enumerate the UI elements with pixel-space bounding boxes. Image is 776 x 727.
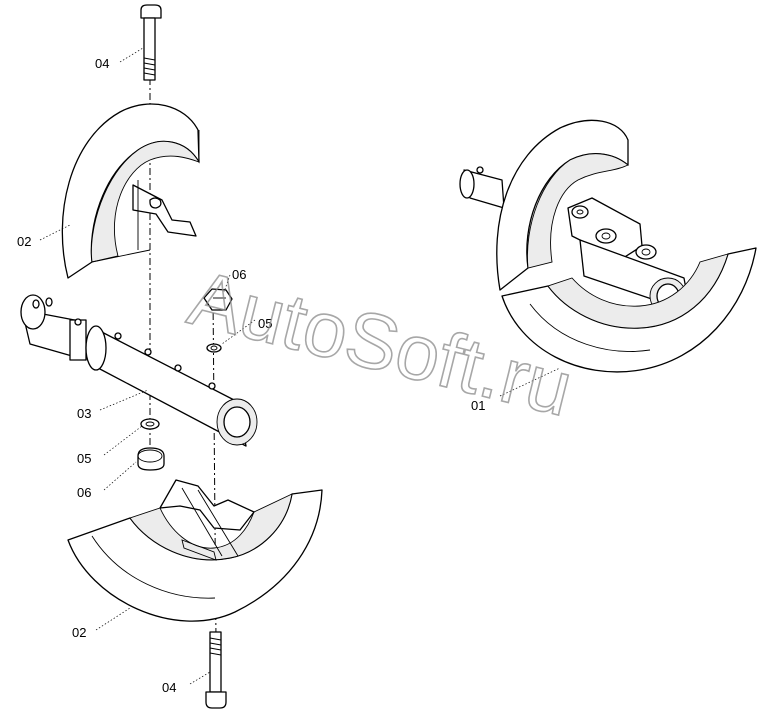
washer-right <box>206 343 222 353</box>
nut-left <box>137 447 165 471</box>
callout-04-bottom: 04 <box>162 680 176 695</box>
bolt-top <box>140 4 162 81</box>
callout-04-top: 04 <box>95 56 109 71</box>
spindle-tube <box>20 294 258 447</box>
callout-03: 03 <box>77 406 91 421</box>
callout-05-right: 05 <box>258 316 272 331</box>
assembled-unit <box>459 119 757 373</box>
callout-02-lower: 02 <box>72 625 86 640</box>
callout-05-left: 05 <box>77 451 91 466</box>
upper-half-shell <box>61 103 200 279</box>
lower-half-shell <box>67 479 323 622</box>
callout-06-right: 06 <box>232 267 246 282</box>
washer-left <box>140 418 160 430</box>
callout-01: 01 <box>471 398 485 413</box>
leader-lines <box>39 47 561 685</box>
nut-right <box>203 288 233 311</box>
bolt-bottom <box>205 631 227 709</box>
callout-02-upper: 02 <box>17 234 31 249</box>
callout-06-left: 06 <box>77 485 91 500</box>
